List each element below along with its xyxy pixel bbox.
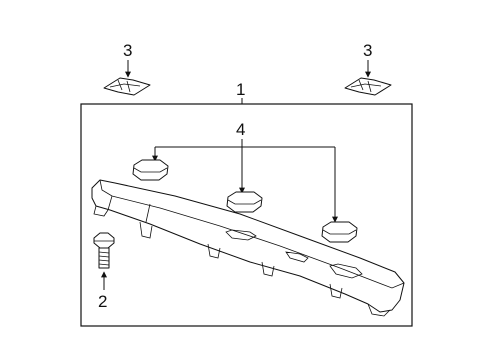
callout-3-left: 3: [123, 41, 132, 60]
retainer-icon: [132, 159, 169, 181]
bolt-icon: [93, 232, 115, 269]
callout-1: 1: [236, 80, 245, 99]
assembly-frame: [80, 103, 413, 327]
retainer-icon: [226, 191, 263, 213]
retainer-icon: [321, 221, 358, 243]
callout-2: 2: [98, 292, 107, 311]
beam-icon: [91, 179, 405, 317]
callout-4: 4: [236, 120, 245, 139]
clip-icon: [103, 77, 151, 96]
callout-3-right: 3: [363, 41, 372, 60]
clip-icon: [344, 77, 392, 96]
